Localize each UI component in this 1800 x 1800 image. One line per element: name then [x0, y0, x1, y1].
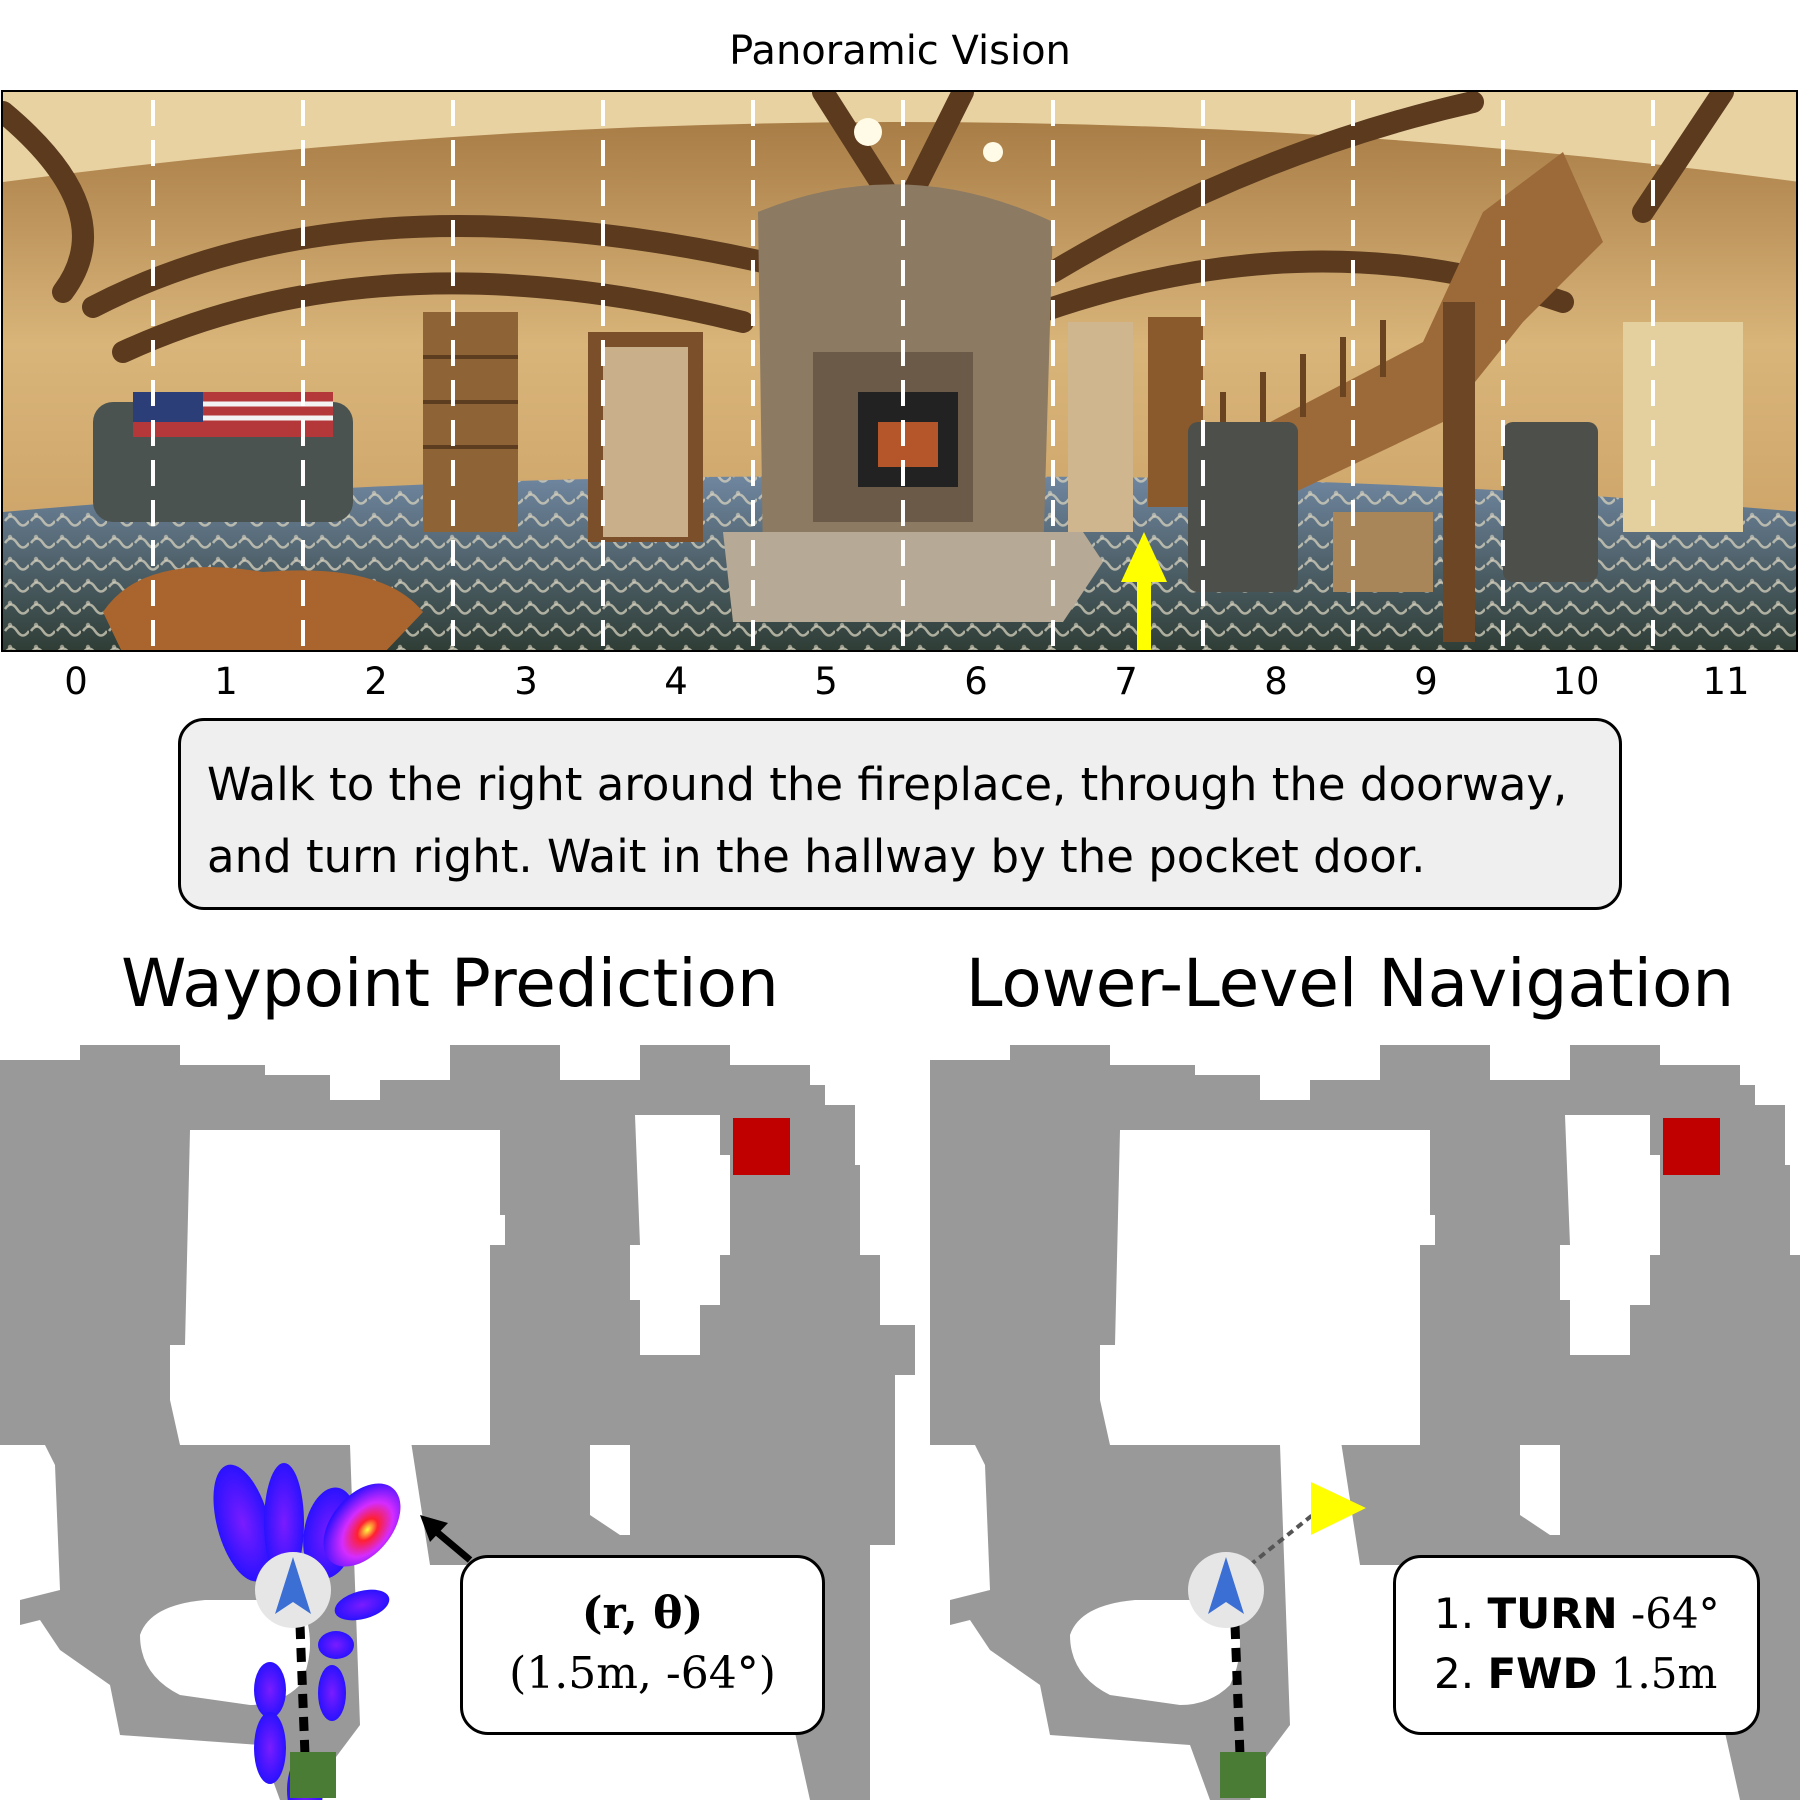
step-action: FWD	[1487, 1649, 1598, 1698]
view-index: 10	[1552, 660, 1600, 703]
heading-arrow-icon	[1121, 532, 1167, 650]
start-square-icon	[290, 1752, 336, 1798]
instruction-line: Walk to the right around the fireplace, …	[207, 758, 1568, 811]
polar-values: (1.5m, -64°)	[509, 1648, 776, 1699]
planned-path	[1248, 1511, 1317, 1567]
view-index: 0	[64, 660, 88, 703]
start-square-icon	[1220, 1752, 1266, 1798]
view-index: 3	[514, 660, 538, 703]
view-index: 2	[364, 660, 388, 703]
lower-level-navigation-title: Lower-Level Navigation	[965, 945, 1735, 1022]
step-number: 2.	[1434, 1649, 1475, 1698]
step-number: 1.	[1434, 1589, 1475, 1638]
view-index: 5	[814, 660, 838, 703]
view-index: 1	[214, 660, 238, 703]
step-action: TURN	[1487, 1589, 1618, 1638]
view-index: 9	[1414, 660, 1438, 703]
waypoint-prediction-title: Waypoint Prediction	[121, 945, 779, 1022]
waypoint-triangle-icon	[1311, 1482, 1366, 1535]
polar-variables: (r, θ)	[581, 1588, 704, 1639]
step-value: -64°	[1631, 1589, 1720, 1638]
view-index: 6	[964, 660, 988, 703]
instruction-line: and turn right. Wait in the hallway by t…	[207, 830, 1426, 883]
instruction-box: Walk to the right around the fireplace, …	[178, 718, 1622, 910]
step-value: 1.5m	[1610, 1649, 1718, 1698]
view-index: 4	[664, 660, 688, 703]
lower-level-navigation-map	[930, 1045, 1800, 1800]
panorama-scene	[3, 92, 1796, 650]
goal-square-icon	[733, 1118, 790, 1175]
action-list-box: 1. TURN -64° 2. FWD 1.5m	[1393, 1555, 1760, 1735]
waypoint-output-box: (r, θ) (1.5m, -64°)	[460, 1555, 825, 1735]
waypoint-prediction-map	[0, 1045, 915, 1800]
action-step: 1. TURN -64°	[1434, 1584, 1757, 1644]
view-separators	[151, 100, 1655, 650]
view-index: 11	[1702, 660, 1750, 703]
view-index: 8	[1264, 660, 1288, 703]
goal-square-icon	[1663, 1118, 1720, 1175]
agent-arrow-icon	[1188, 1552, 1264, 1628]
panorama-image	[1, 90, 1798, 652]
agent-arrow-icon	[255, 1552, 331, 1628]
view-index: 7	[1114, 660, 1138, 703]
panorama-title: Panoramic Vision	[729, 28, 1071, 74]
pointer-arrow-icon	[420, 1515, 473, 1563]
occupancy-maps	[0, 1045, 1800, 1800]
action-step: 2. FWD 1.5m	[1434, 1644, 1757, 1704]
